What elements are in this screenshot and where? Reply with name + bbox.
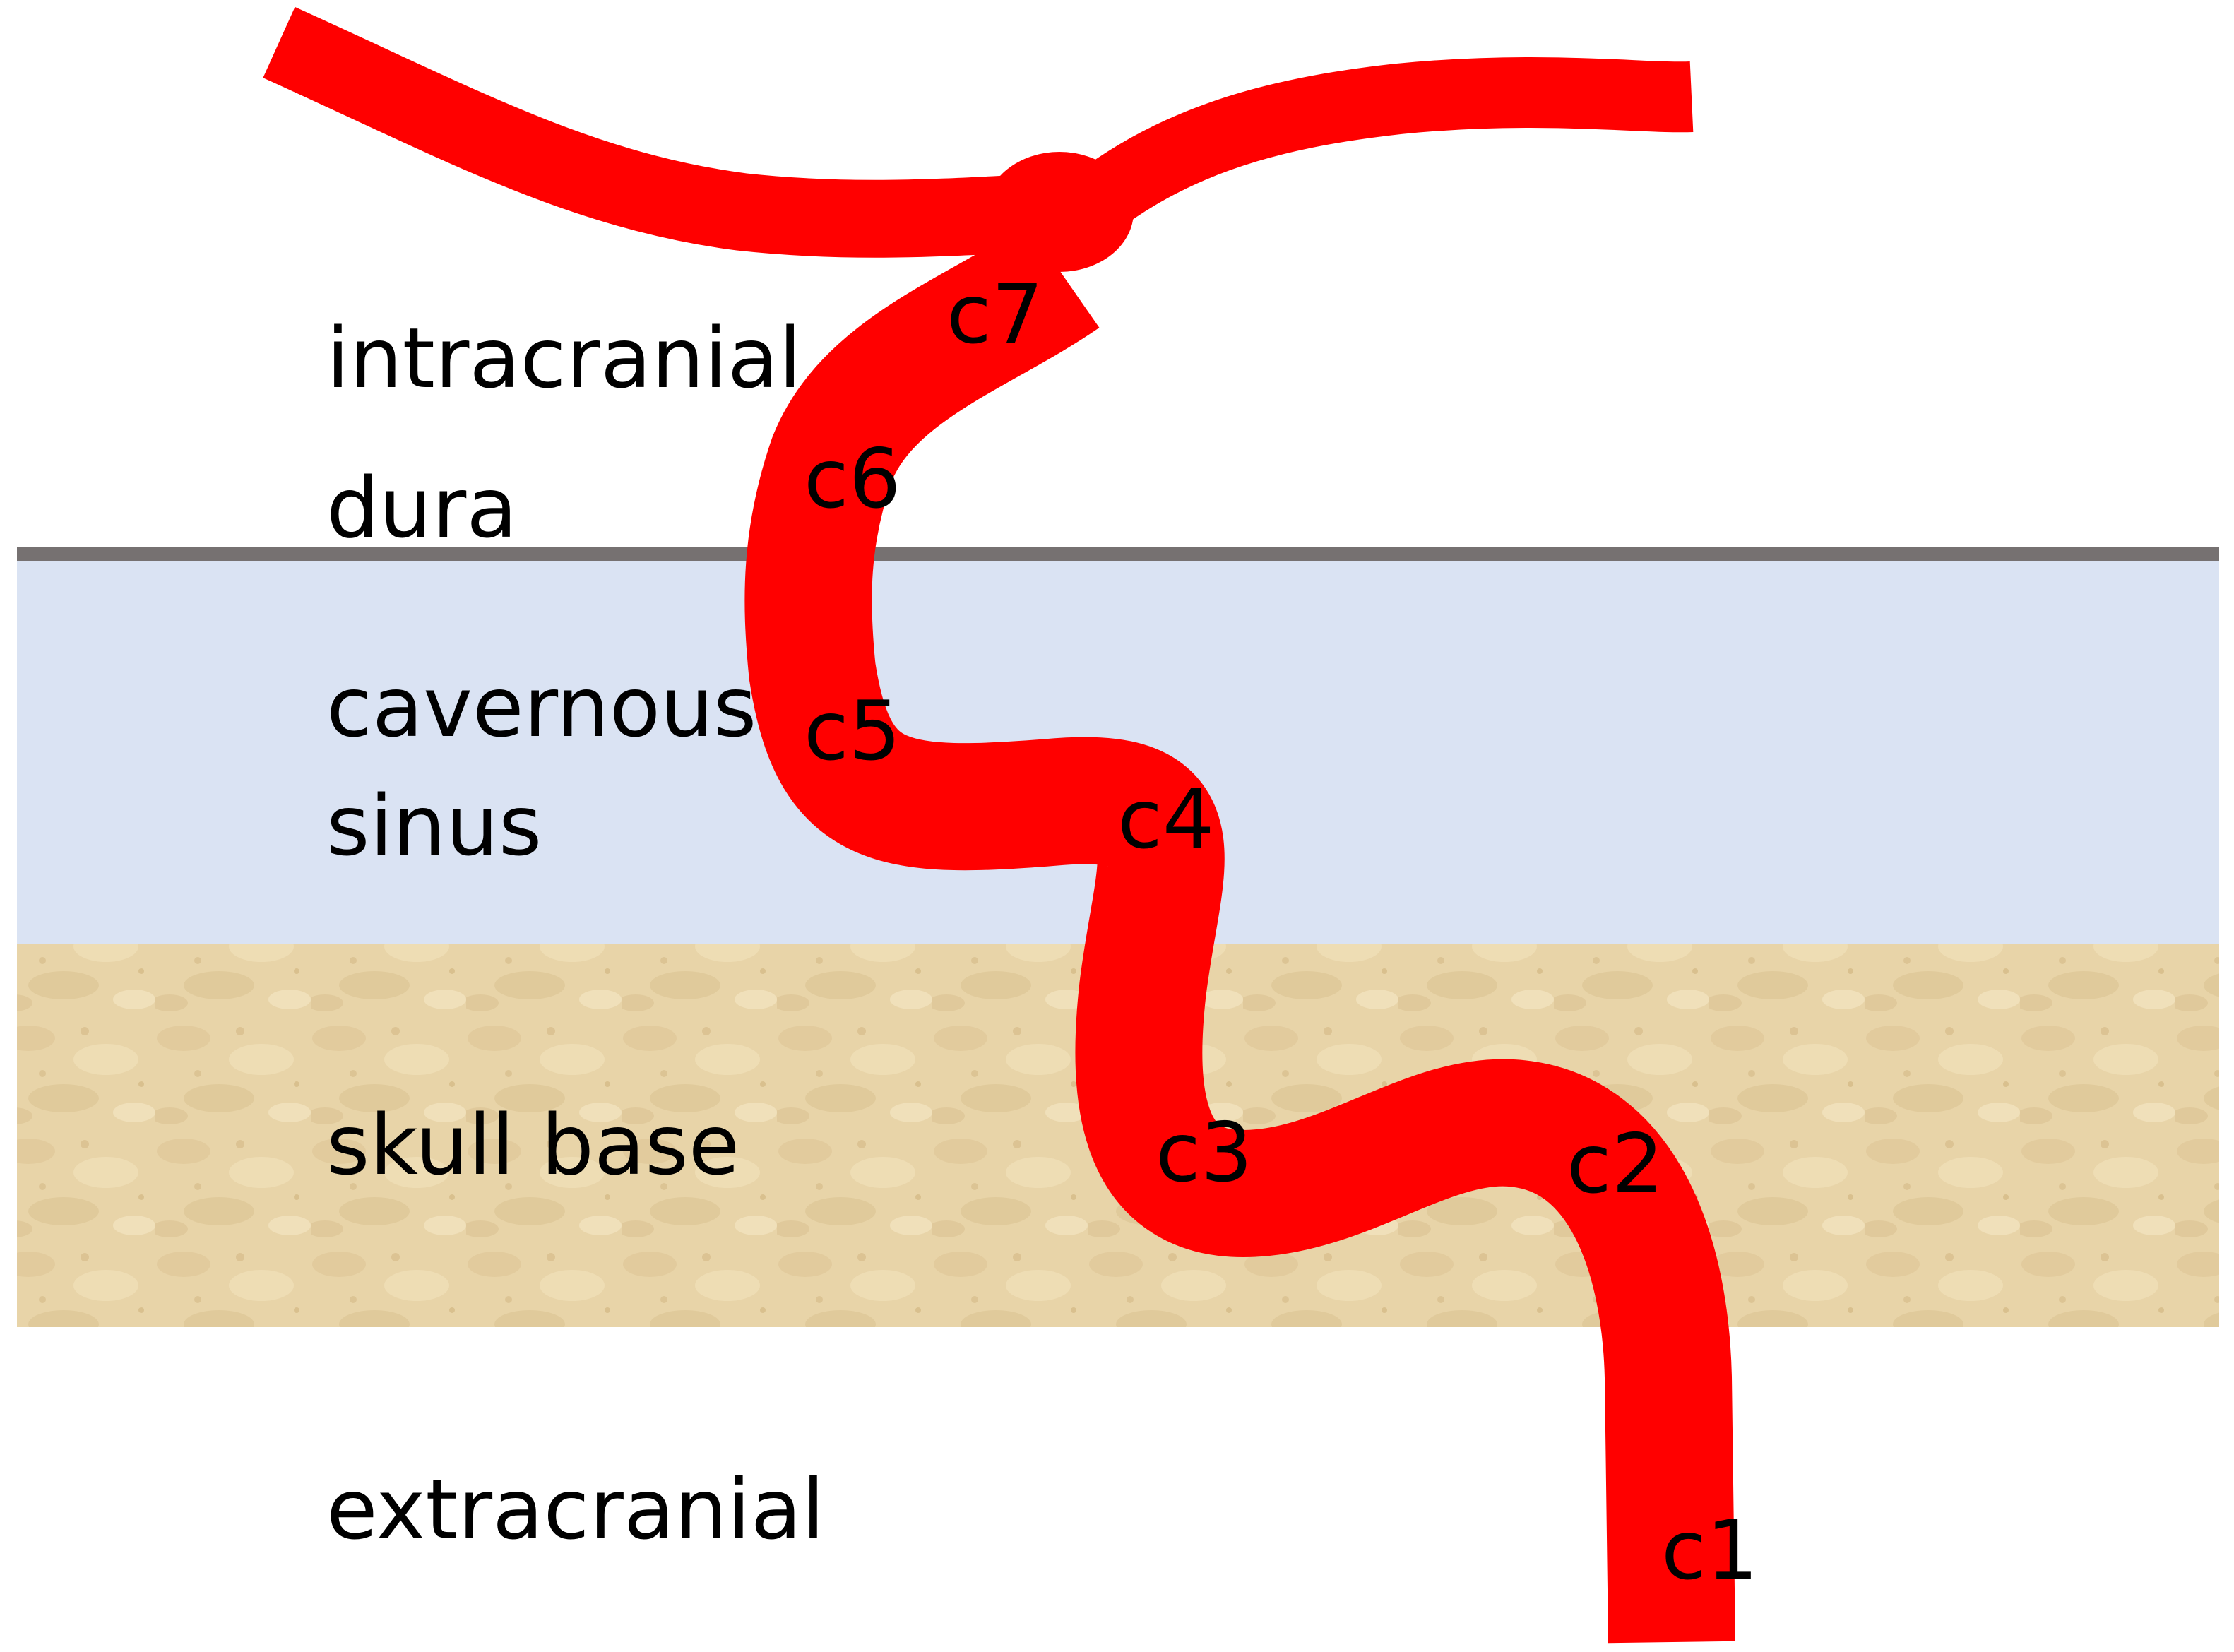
segment-label-c1: c1 <box>1661 1503 1759 1598</box>
label-extracranial: extracranial <box>326 1461 825 1558</box>
segment-label-c4: c4 <box>1117 772 1215 867</box>
label-skull-base: skull base <box>326 1096 739 1194</box>
label-intracranial: intracranial <box>326 309 802 407</box>
label-dura: dura <box>326 459 518 557</box>
segment-label-c2: c2 <box>1567 1117 1664 1212</box>
dura-line <box>17 547 2219 561</box>
segment-label-c5: c5 <box>804 684 901 779</box>
label-sinus: sinus <box>326 777 542 874</box>
anterior-branch <box>263 6 1074 258</box>
segment-label-c7: c7 <box>946 267 1044 362</box>
segment-label-c3: c3 <box>1155 1105 1253 1201</box>
internal-carotid-artery <box>744 222 1735 1644</box>
label-cavernous: cavernous <box>326 658 756 756</box>
bifurcation-node <box>985 152 1134 272</box>
segment-label-c6: c6 <box>804 432 901 527</box>
middle-branch <box>1035 57 1694 259</box>
